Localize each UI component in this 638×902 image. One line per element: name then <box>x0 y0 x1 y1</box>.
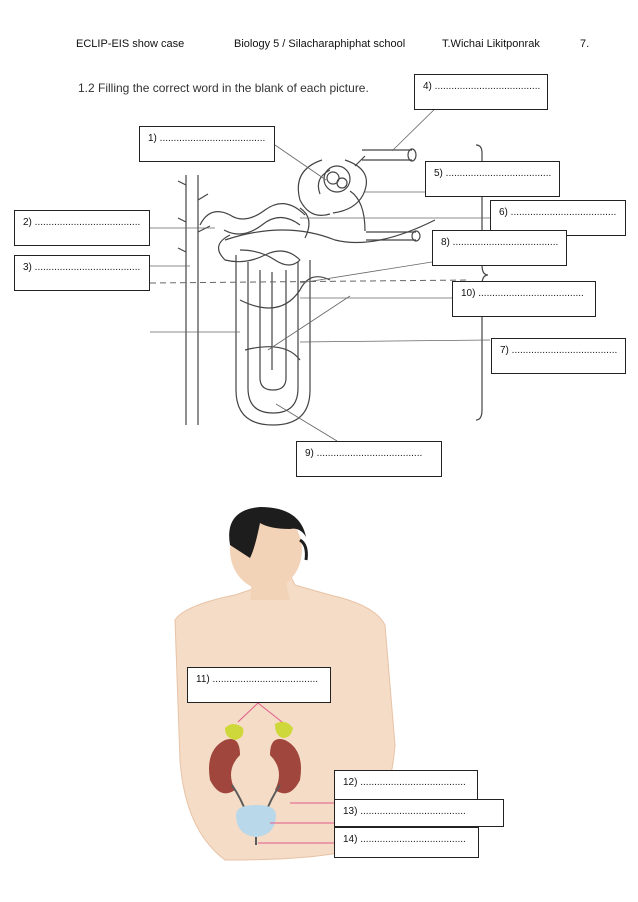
blank-7[interactable]: 7) .....................................… <box>491 338 626 374</box>
blank-3-text: 3) .....................................… <box>23 262 141 273</box>
blank-7-text: 7) .....................................… <box>500 345 618 356</box>
blank-13[interactable]: 13) ....................................… <box>334 799 504 827</box>
blank-9[interactable]: 9) .....................................… <box>296 441 442 477</box>
blank-10[interactable]: 10) ....................................… <box>452 281 596 317</box>
blank-14-text: 14) ....................................… <box>343 834 466 845</box>
blank-3[interactable]: 3) .....................................… <box>14 255 150 291</box>
blank-6-text: 6) .....................................… <box>499 207 617 218</box>
blank-10-text: 10) ....................................… <box>461 288 584 299</box>
blank-8[interactable]: 8) .....................................… <box>432 230 567 266</box>
blank-13-text: 13) ....................................… <box>343 806 466 817</box>
header-left: ECLIP-EIS show case <box>76 38 185 50</box>
header-center: Biology 5 / Silacharaphiphat school <box>234 38 406 50</box>
blank-2[interactable]: 2) .....................................… <box>14 210 150 246</box>
blank-5-text: 5) .....................................… <box>434 168 552 179</box>
blank-2-text: 2) .....................................… <box>23 217 141 228</box>
blank-8-text: 8) .....................................… <box>441 237 559 248</box>
blank-1-text: 1) .....................................… <box>148 133 266 144</box>
instruction-text: 1.2 Filling the correct word in the blan… <box>78 81 369 95</box>
blank-4[interactable]: 4) .....................................… <box>414 74 548 110</box>
blank-12-text: 12) ....................................… <box>343 777 466 788</box>
header-right: T.Wichai Likitponrak <box>442 38 540 50</box>
blank-11[interactable]: 11) ....................................… <box>187 667 331 703</box>
blank-1[interactable]: 1) .....................................… <box>139 126 275 162</box>
blank-9-text: 9) .....................................… <box>305 448 423 459</box>
blank-14[interactable]: 14) ....................................… <box>334 827 479 858</box>
blank-12[interactable]: 12) ....................................… <box>334 770 478 800</box>
blank-5[interactable]: 5) .....................................… <box>425 161 560 197</box>
blank-11-text: 11) ....................................… <box>196 674 319 685</box>
page-number: 7. <box>580 38 590 50</box>
blank-4-text: 4) .....................................… <box>423 81 541 92</box>
